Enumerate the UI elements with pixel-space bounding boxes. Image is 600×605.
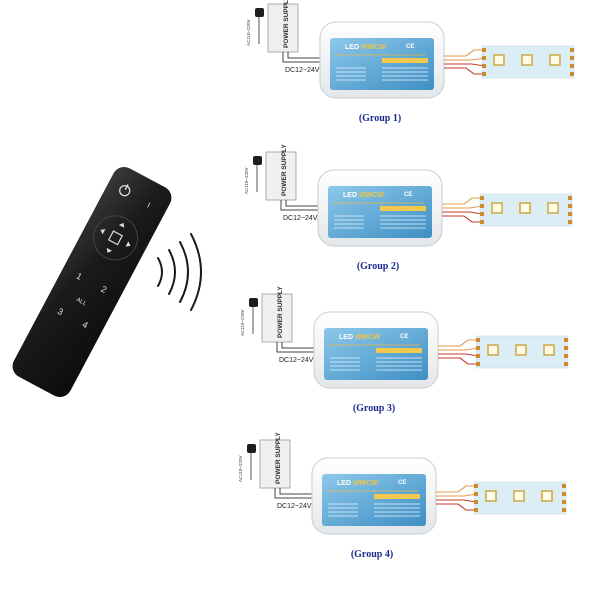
- remote-key-3: 3: [56, 306, 65, 317]
- ac-plug-icon: [247, 444, 256, 480]
- ac-plug-icon: [253, 156, 262, 192]
- group-label: (Group 1): [359, 113, 401, 124]
- remote-dpad: [92, 215, 138, 261]
- power-supply-label: POWER SUPPLY: [283, 0, 290, 48]
- led-chip: [543, 344, 555, 356]
- controller-ce-mark: CE: [400, 334, 408, 340]
- led-chip: [549, 54, 561, 66]
- group-label: (Group 4): [351, 549, 393, 560]
- controller-label-panel: [324, 328, 428, 380]
- controller-ce-mark: CE: [404, 192, 412, 198]
- led-chip: [493, 54, 505, 66]
- remote-top-right-key: I: [146, 201, 152, 210]
- output-wires: [442, 197, 483, 223]
- controller-title: LED: [345, 44, 359, 51]
- led-strip: [479, 193, 573, 227]
- dc-voltage-label: DC12~24V: [277, 503, 312, 510]
- controller-title: LED: [337, 480, 351, 487]
- controller-model: WWCW: [355, 334, 381, 341]
- power-supply-label: POWER SUPPLY: [275, 432, 282, 484]
- wireless-signal-icon: [157, 233, 202, 311]
- led-chip: [547, 202, 559, 214]
- group-label: (Group 2): [357, 261, 399, 272]
- dc-wires: [274, 488, 314, 499]
- controller-model: WWCW: [361, 44, 387, 51]
- led-strip: [473, 481, 567, 515]
- remote-key-1: 1: [75, 271, 84, 282]
- controller-ce-mark: CE: [398, 480, 406, 486]
- output-wires: [444, 49, 485, 75]
- led-chip: [519, 202, 531, 214]
- remote-key-all: ALL: [75, 297, 88, 308]
- dc-voltage-label: DC12~24V: [285, 67, 320, 74]
- led-chip: [491, 202, 503, 214]
- ac-input-label: AC110~220V: [238, 455, 243, 482]
- led-strip: [475, 335, 569, 369]
- controller-label-panel: [322, 474, 426, 526]
- power-supply: POWER SUPPLY: [261, 286, 293, 343]
- controller-model: WWCW: [359, 192, 385, 199]
- remote-control: I 1 2 ALL 3 4: [12, 167, 172, 397]
- output-wires: [436, 485, 477, 511]
- controller-title: LED: [343, 192, 357, 199]
- group-label: (Group 3): [353, 403, 395, 414]
- controller-ce-mark: CE: [406, 44, 414, 50]
- power-supply-label: POWER SUPPLY: [281, 144, 288, 196]
- controller-label-panel: [328, 186, 432, 238]
- remote-key-2: 2: [99, 284, 108, 295]
- remote-body: [12, 167, 172, 397]
- dc-voltage-label: DC12~24V: [279, 357, 314, 364]
- controller-title: LED: [339, 334, 353, 341]
- led-strip: [481, 45, 575, 79]
- controller-label-panel: [330, 38, 434, 90]
- ac-input-label: AC110~220V: [246, 19, 251, 46]
- power-supply: POWER SUPPLY: [267, 0, 299, 53]
- dc-wires: [282, 52, 322, 63]
- led-chip: [515, 344, 527, 356]
- led-chip: [487, 344, 499, 356]
- led-chip: [521, 54, 533, 66]
- power-supply: POWER SUPPLY: [259, 432, 291, 489]
- dc-wires: [280, 200, 320, 211]
- dc-wires: [276, 342, 316, 353]
- controller-model: WWCW: [353, 480, 379, 487]
- ac-input-label: AC110~220V: [244, 167, 249, 194]
- ac-plug-icon: [255, 8, 264, 44]
- ac-plug-icon: [249, 298, 258, 334]
- remote-key-4: 4: [81, 319, 90, 330]
- led-chip: [485, 490, 497, 502]
- power-icon: [119, 184, 131, 197]
- led-chip: [513, 490, 525, 502]
- ac-input-label: AC110~220V: [240, 309, 245, 336]
- power-supply-label: POWER SUPPLY: [277, 286, 284, 338]
- dc-voltage-label: DC12~24V: [283, 215, 318, 222]
- output-wires: [438, 339, 479, 365]
- power-supply: POWER SUPPLY: [265, 144, 297, 201]
- led-chip: [541, 490, 553, 502]
